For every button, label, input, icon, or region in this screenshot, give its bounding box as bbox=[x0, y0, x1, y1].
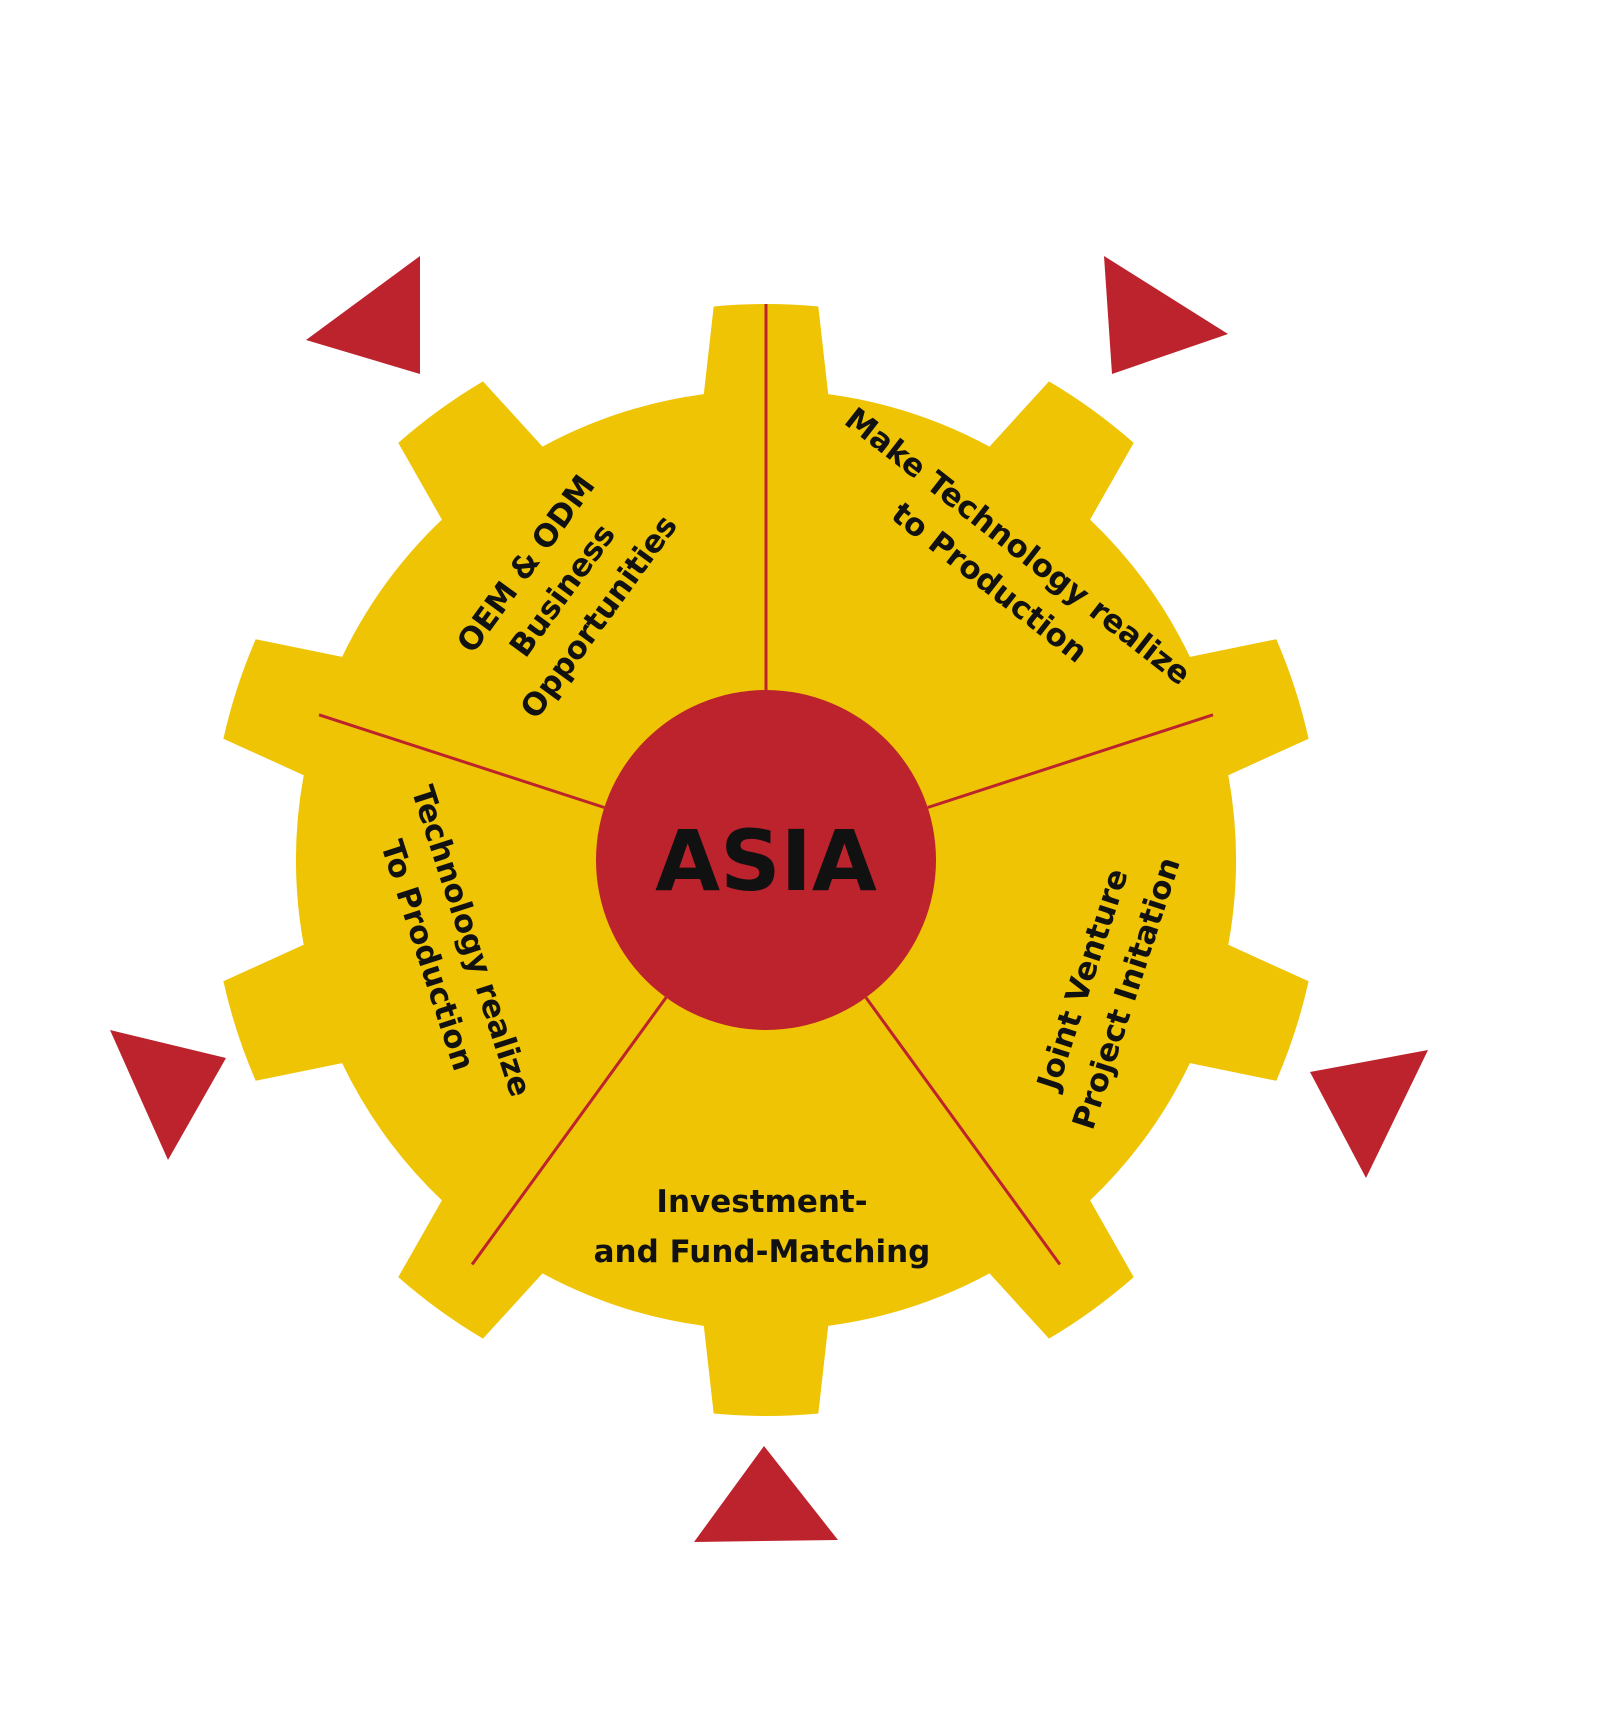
segment-investment: Investment- and Fund-Matching bbox=[594, 1184, 931, 1270]
triangle-left bbox=[110, 1030, 226, 1160]
decorative-triangles bbox=[110, 256, 1428, 1542]
hub-circle bbox=[596, 690, 936, 1030]
segment-investment-line-2: and Fund-Matching bbox=[594, 1234, 931, 1270]
segment-investment-line-1: Investment- bbox=[656, 1184, 867, 1220]
hub-label: ASIA bbox=[655, 812, 877, 910]
divider-left bbox=[318, 713, 605, 809]
divider-lower-right bbox=[864, 996, 1062, 1266]
triangle-top-right bbox=[1104, 256, 1228, 374]
triangle-top-left bbox=[306, 256, 420, 374]
triangle-bottom bbox=[694, 1446, 838, 1542]
divider-right bbox=[927, 713, 1214, 809]
triangle-right bbox=[1310, 1050, 1428, 1178]
segment-dividers bbox=[318, 304, 1214, 1266]
divider-lower-left bbox=[470, 996, 668, 1266]
